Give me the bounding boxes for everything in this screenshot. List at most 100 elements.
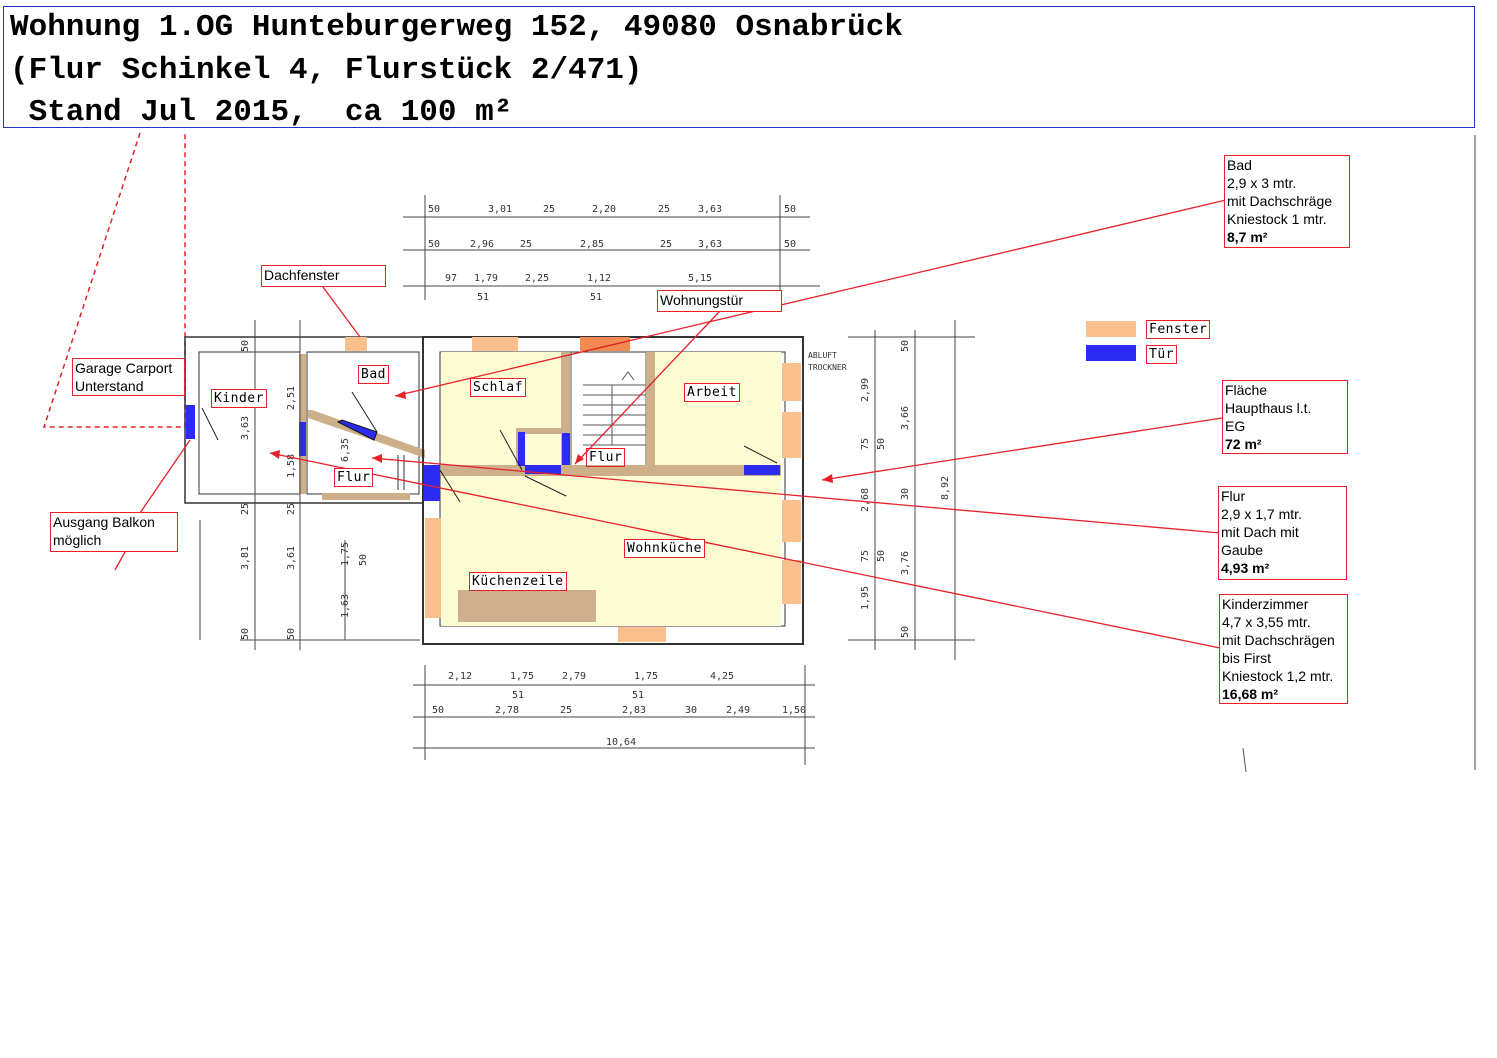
dim-top-3-4: 5,15 [688,273,712,284]
room-label-wohnkueche: Wohnküche [624,539,705,558]
dim-top-3-2: 2,25 [525,273,549,284]
dim-top-2-4: 25 [660,239,672,250]
dim-right-i-7: 1,95 [860,586,871,610]
note-bad-area: 8,7 m² [1227,229,1268,245]
dim-top-1-5: 3,63 [698,204,722,215]
note-kinderzimmer-line-2: 4,7 x 3,55 mtr. [1222,614,1311,630]
note-garage-line-2: Unterstand [75,378,144,394]
dimension-text: 50 3,01 25 2,20 25 3,63 50 50 2,96 25 2,… [240,204,951,748]
dim-left-x-3: 1,63 [340,594,351,618]
note-bad-line-1: Bad [1227,157,1252,173]
dim-right-o-3: 3,76 [900,551,911,575]
note-flaeche-line-1: Fläche [1225,382,1268,398]
dim-left-x-0: 6,35 [340,438,351,462]
legend-window-swatch [1086,321,1136,337]
note-bad-line-2: 2,9 x 3 mtr. [1227,175,1297,191]
note-flaeche-area: 72 m² [1225,436,1262,452]
dim-bot-1-0: 2,12 [448,671,472,682]
dim-bot-1b-0: 51 [512,690,524,701]
note-balkon: Ausgang Balkon möglich [50,512,178,552]
dim-bot-1-3: 1,75 [634,671,658,682]
dim-right-i-1: 75 [860,438,871,450]
room-label-bad: Bad [358,365,389,384]
dim-top-1-3: 2,20 [592,204,616,215]
note-bad-line-3: mit Dachschräge [1227,193,1333,209]
dim-bot-2-2: 25 [560,705,572,716]
dim-right-i-4: 30 [900,488,911,500]
note-kinderzimmer-line-4: bis First [1222,650,1271,666]
dim-right-o-0: 50 [900,340,911,352]
note-kinderzimmer: Kinderzimmer 4,7 x 3,55 mtr. mit Dachsch… [1219,594,1348,704]
title-line-2: (Flur Schinkel 4, Flurstück 2/471) [10,53,643,88]
note-flur-line-1: Flur [1221,488,1246,504]
dim-left-o-1: 3,63 [240,416,251,440]
dim-top-1-2: 25 [543,204,555,215]
annotation-arrowheads [270,391,833,483]
legend-door-swatch [1086,345,1136,361]
note-balkon-line-2: möglich [53,532,102,548]
note-kinderzimmer-line-1: Kinderzimmer [1222,596,1309,612]
note-kinderzimmer-area: 16,68 m² [1222,686,1279,702]
dim-top-2-2: 25 [520,239,532,250]
dim-right-i-0: 2,99 [860,378,871,402]
room-label-schlaf: Schlaf [470,378,526,397]
legend-door-label: Tür [1146,345,1177,364]
room-label-kuechenzeile: Küchenzeile [469,572,567,591]
title-line-1: Wohnung 1.OG Hunteburgerweg 152, 49080 O… [10,10,903,45]
dim-bot-1-2: 2,79 [562,671,586,682]
note-flur-area: 4,93 m² [1221,560,1270,576]
note-flur-line-3: mit Dach mit [1221,524,1299,540]
dim-left-x-1: 1,75 [340,542,351,566]
dim-left-o-2: 25 [240,503,251,515]
note-dachfenster: Dachfenster [261,265,386,287]
dimension-lines [199,135,1476,770]
note-garage-line-1: Garage Carport [75,360,173,376]
garage-carport-outline [42,132,186,428]
note-flaeche-line-3: EG [1225,418,1246,434]
annotation-leaders [114,199,1227,649]
dim-top-3-0: 97 [445,273,457,284]
title-box: Wohnung 1.OG Hunteburgerweg 152, 49080 O… [3,6,1475,130]
dim-bot-2-4: 30 [685,705,697,716]
dim-left-i-2: 25 [286,503,297,515]
room-label-flur-left: Flur [334,468,374,487]
dim-right-o-2: 8,92 [940,476,951,500]
dim-left-i-0: 2,51 [286,386,297,410]
legend-window-label: Fenster [1146,320,1211,339]
dim-right-o-4: 50 [900,626,911,638]
abluft-label: ABLUFT [808,351,837,360]
dim-left-o-4: 50 [240,628,251,640]
dim-bot-2-6: 1,50 [782,705,806,716]
dim-left-i-1: 1,58 [286,454,297,478]
dim-top-1-6: 50 [784,204,796,215]
dim-bot-2-3: 2,83 [622,705,646,716]
note-kinderzimmer-line-3: mit Dachschrägen [1222,632,1335,648]
note-kinderzimmer-line-5: Kniestock 1,2 mtr. [1222,668,1334,684]
note-wohnungstuer: Wohnungstür [657,290,782,312]
dim-top-1-4: 25 [658,204,670,215]
dim-right-i-3: 2,68 [860,488,871,512]
note-flur-line-4: Gaube [1221,542,1264,558]
dim-left-i-3: 3,61 [286,546,297,570]
dim-top-3-1: 1,79 [474,273,498,284]
dim-top-1-0: 50 [428,204,440,215]
dim-bot-2-0: 50 [432,705,444,716]
dim-left-x-2: 50 [358,554,369,566]
dim-top-2-6: 50 [784,239,796,250]
dim-left-o-0: 50 [240,340,251,352]
room-label-flur-center: Flur [586,448,626,467]
dim-top-3-3: 1,12 [587,273,611,284]
trockner-label: TROCKNER [808,363,847,372]
annex-building [184,336,425,504]
dim-bot-1-1: 1,75 [510,671,534,682]
dim-right-i-6: 50 [876,550,887,562]
dim-top-2-3: 2,85 [580,239,604,250]
dim-left-i-4: 50 [286,628,297,640]
dim-bot-2-1: 2,78 [495,705,519,716]
dim-right-i-5: 75 [860,550,871,562]
dim-top-3b-1: 51 [590,292,602,303]
dim-top-2-1: 2,96 [470,239,494,250]
dim-right-o-1: 3,66 [900,406,911,430]
note-flaeche-line-2: Haupthaus l.t. [1225,400,1312,416]
